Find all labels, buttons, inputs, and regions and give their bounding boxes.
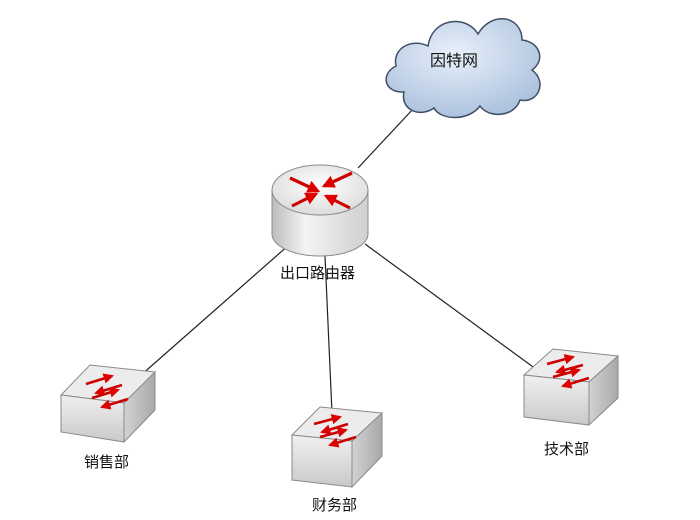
switch-icon-finance bbox=[290, 406, 384, 489]
sales-label: 销售部 bbox=[84, 453, 130, 471]
links bbox=[139, 107, 541, 414]
link-router-sales bbox=[139, 243, 291, 377]
link-router-tech bbox=[364, 243, 541, 373]
switch-icon-sales bbox=[59, 364, 157, 444]
router-icon bbox=[271, 164, 369, 257]
switch-icon-tech bbox=[522, 348, 620, 427]
link-router-finance bbox=[324, 255, 333, 414]
link-router-internet bbox=[357, 107, 415, 169]
router-label: 出口路由器 bbox=[280, 264, 356, 282]
internet-label: 因特网 bbox=[430, 51, 479, 70]
finance-label: 财务部 bbox=[312, 496, 358, 514]
cloud-icon bbox=[385, 18, 541, 119]
tech-label: 技术部 bbox=[544, 440, 590, 458]
